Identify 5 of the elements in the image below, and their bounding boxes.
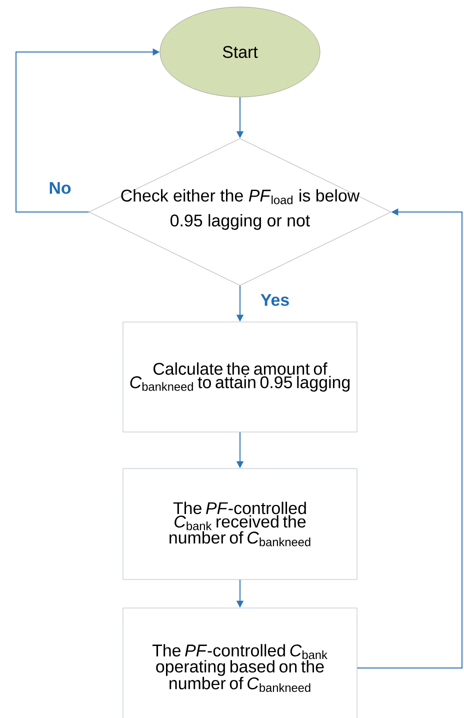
process-box: Calculate the amount of C$_{bankneed}$ to attain 0.95 lagging	[122, 322, 358, 432]
process-box: The PF-controlled C$_{bank}$ operating based on the number of C$_{bankneed}$	[122, 608, 358, 718]
edge-label: No	[50, 182, 71, 194]
edge-label: Yes	[260, 294, 289, 306]
process-box: The PF-controlled C$_{bank}$ received the number of C$_{bankneed}$	[122, 468, 358, 580]
